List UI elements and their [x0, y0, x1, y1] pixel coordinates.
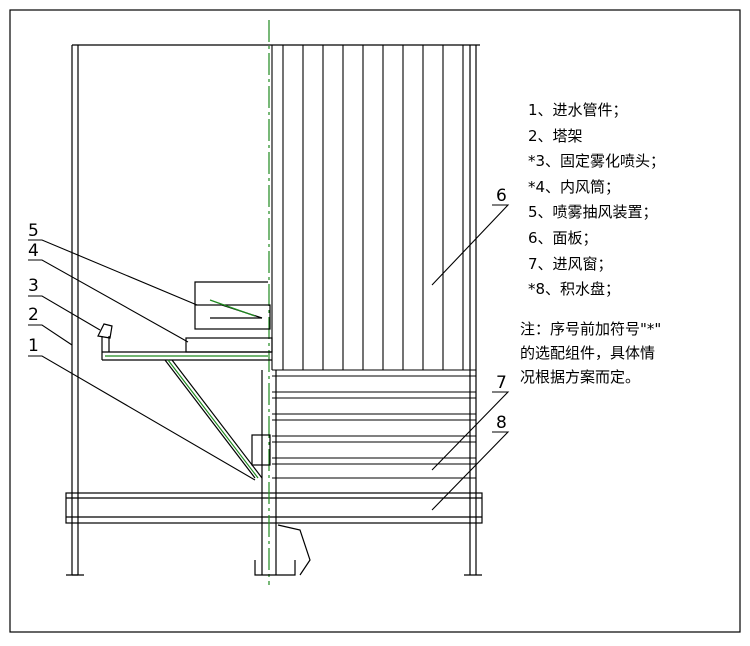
callout-6: 6	[496, 186, 507, 206]
legend-item-5: 5、喷雾抽风装置；	[528, 203, 658, 222]
legend-item-6: 6、面板；	[528, 228, 598, 247]
legend-item-4: *4、内风筒；	[528, 177, 621, 196]
callout-1: 1	[28, 336, 39, 356]
note-line-1: 注：序号前加符号"*"	[520, 320, 662, 338]
fixed-spray-nozzle	[97, 323, 113, 339]
callout-3: 3	[28, 276, 39, 296]
air-inlet-louvers	[272, 369, 476, 479]
note-line-3: 况根据方案而定。	[520, 368, 641, 386]
inlet-pipe	[101, 304, 272, 479]
callout-labels: 1 2 3 4 5 6 7 8	[28, 186, 507, 433]
legend-item-8: *8、积水盘；	[528, 280, 621, 299]
note-text: 注：序号前加符号"*" 的选配组件，具体情 况根据方案而定。	[520, 317, 710, 389]
parts-legend: 1、进水管件； 2、塔架 *3、固定雾化喷头； *4、内风筒； 5、喷雾抽风装置…	[528, 98, 738, 303]
callout-8: 8	[496, 413, 507, 433]
water-tray	[65, 492, 483, 524]
legend-item-1: 1、进水管件；	[528, 101, 628, 119]
note-line-2: 的选配组件，具体情	[520, 344, 656, 362]
callout-7: 7	[496, 373, 507, 393]
tower-frame	[66, 44, 482, 576]
legend-item-3: *3、固定雾化喷头；	[528, 152, 666, 171]
legend-item-2: 2、塔架	[528, 126, 583, 145]
drawing-border	[9, 9, 741, 633]
inner-air-duct	[185, 337, 273, 353]
callout-4: 4	[28, 241, 39, 261]
panel-slats	[271, 45, 464, 370]
spray-exhaust-device	[194, 281, 271, 330]
callout-5: 5	[28, 221, 39, 241]
legend-item-7: 7、进风窗；	[528, 254, 613, 273]
callout-2: 2	[28, 305, 39, 325]
leader-lines	[28, 204, 510, 511]
water-riser	[251, 370, 311, 576]
green-pipe-highlight	[105, 299, 268, 479]
